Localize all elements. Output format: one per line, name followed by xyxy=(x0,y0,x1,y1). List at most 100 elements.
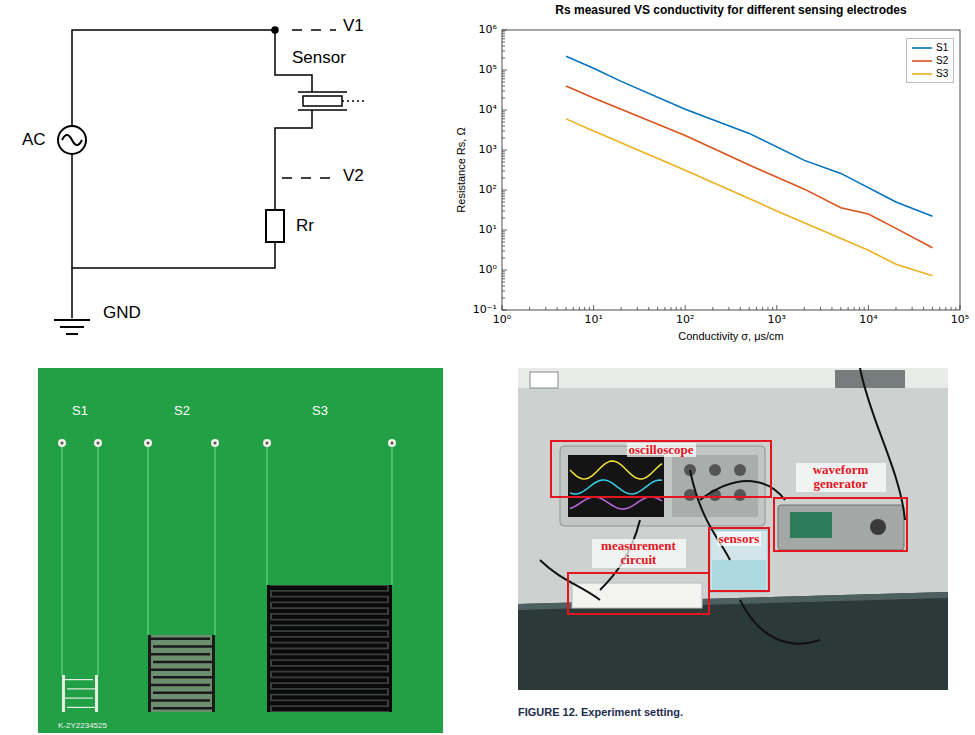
electrode-finger xyxy=(267,597,387,601)
axis-tick xyxy=(529,307,530,310)
electrode-finger xyxy=(267,678,387,682)
electrode-finger xyxy=(148,653,210,656)
circuit-schematic xyxy=(54,27,366,334)
oscilloscope-panel xyxy=(672,455,758,517)
axis-tick xyxy=(676,307,677,310)
axis-tick xyxy=(864,307,865,310)
axis-tick xyxy=(502,111,505,112)
axis-tick xyxy=(502,156,505,157)
legend-line xyxy=(911,69,933,79)
electrode-finger xyxy=(148,699,210,702)
electrode-finger xyxy=(267,621,387,625)
axis-tick xyxy=(502,158,505,159)
electrode-bus xyxy=(95,675,98,712)
axis-tick xyxy=(502,45,505,46)
wire xyxy=(72,154,275,268)
ground-symbol xyxy=(54,319,90,321)
electrode-finger xyxy=(267,667,387,671)
data-series xyxy=(566,56,932,216)
axis-tick xyxy=(804,307,805,310)
electrode-finger xyxy=(148,668,210,671)
axis-tick xyxy=(502,285,505,286)
electrode-finger xyxy=(153,645,215,648)
generator-body xyxy=(778,505,904,550)
pcb-trace xyxy=(266,446,267,585)
axis-tick xyxy=(502,122,505,123)
axis-tick xyxy=(502,31,505,32)
legend-entry: S1 xyxy=(911,41,948,54)
tick-label: 10⁴ xyxy=(479,104,497,117)
axis-tick xyxy=(502,38,505,39)
electrode-finger xyxy=(272,696,392,700)
callout-label: measurement circuit xyxy=(592,539,686,568)
axis-title: Resistance Rs, Ω xyxy=(455,127,468,212)
axis-tick xyxy=(502,165,505,166)
axis-tick xyxy=(951,307,952,310)
axis-tick xyxy=(502,71,505,72)
axis-tick xyxy=(502,36,505,37)
generator-knob xyxy=(870,519,886,535)
generator-screen xyxy=(790,512,832,538)
interdigitated-electrode xyxy=(62,675,98,712)
scope-trace xyxy=(570,461,662,479)
electrode-finger xyxy=(153,692,215,695)
tick-label: 10⁶ xyxy=(479,24,497,37)
electrode-finger xyxy=(267,632,387,636)
axis-tick xyxy=(772,307,773,310)
knob xyxy=(734,489,746,501)
callout-label: waveform generator xyxy=(796,463,886,492)
axis-tick xyxy=(502,233,505,234)
pcb-pad-hole xyxy=(147,442,150,445)
electrode-finger xyxy=(272,615,392,619)
pcb-pad xyxy=(94,439,102,447)
electrode-finger xyxy=(272,626,392,630)
axis-tick xyxy=(831,307,832,310)
tick-label: 10⁴ xyxy=(859,314,877,327)
pcb-trace xyxy=(97,446,98,675)
axis-tick xyxy=(502,230,507,231)
axis-tick xyxy=(820,307,821,310)
pcb-pad-hole xyxy=(391,442,394,445)
axis-tick xyxy=(502,242,505,243)
tick-label: 10³ xyxy=(768,314,786,327)
axis-tick xyxy=(502,125,505,126)
chart-title: Rs measured VS conductivity for differen… xyxy=(555,4,906,18)
axis-tick xyxy=(749,307,750,310)
pcb-pad xyxy=(58,439,66,447)
legend-text: S2 xyxy=(936,55,948,66)
axis-tick xyxy=(502,30,507,31)
electrode-finger xyxy=(267,586,387,590)
electrode-finger xyxy=(272,661,392,665)
board-serial: K-2Y2234525 xyxy=(58,721,107,730)
legend-entry: S2 xyxy=(911,54,948,67)
axis-tick xyxy=(868,305,869,310)
axis-tick xyxy=(502,151,505,152)
axis-tick xyxy=(762,307,763,310)
ac-source-symbol xyxy=(58,126,86,154)
figure-caption: FIGURE 12. Experiment setting. xyxy=(518,706,683,719)
axis-tick xyxy=(621,307,622,310)
legend-line xyxy=(912,73,932,75)
axis-tick xyxy=(685,305,686,310)
component-label: Rr xyxy=(296,216,314,236)
legend-line xyxy=(911,43,933,53)
cables xyxy=(540,368,905,644)
electrode-finger xyxy=(267,690,387,694)
sensor-symbol xyxy=(303,96,342,106)
electrode-finger xyxy=(148,684,210,687)
scope-trace xyxy=(570,497,662,509)
axis-tick xyxy=(767,307,768,310)
pcb-pad xyxy=(263,439,271,447)
callout-box: measurement circuit xyxy=(567,572,710,615)
axis-tick xyxy=(502,177,505,178)
beaker xyxy=(710,530,768,592)
electrode-finger xyxy=(67,688,98,689)
data-series xyxy=(566,86,932,248)
axis-tick xyxy=(502,70,507,71)
signal-label: V2 xyxy=(343,166,364,186)
axis-tick xyxy=(502,50,505,51)
callout-box: sensors xyxy=(708,527,770,592)
ground-label: GND xyxy=(103,303,141,323)
axis-tick xyxy=(681,307,682,310)
axis-tick xyxy=(502,282,505,283)
